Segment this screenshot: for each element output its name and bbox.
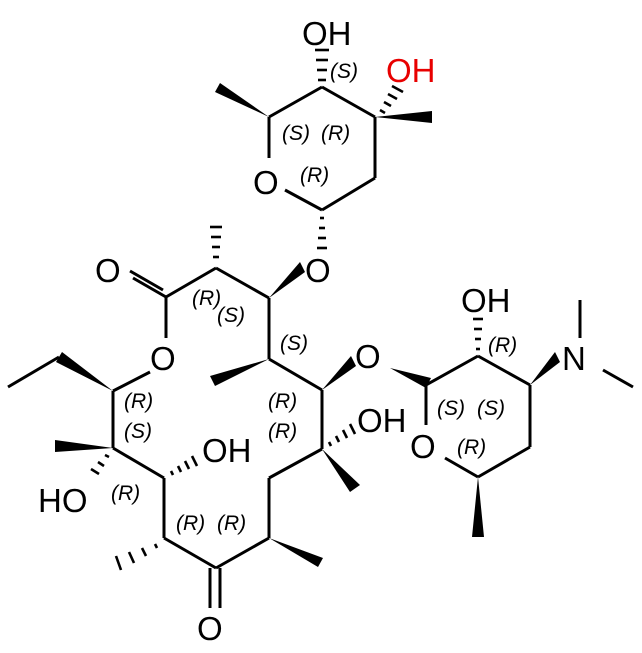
stereo-label: (R) (488, 334, 517, 357)
atom-label: OH (302, 15, 352, 52)
stereo-label: (R) (300, 164, 329, 187)
stereo-label: (S) (437, 397, 465, 420)
macrolactone-ring: O O O O (7, 225, 407, 647)
atom-label-highlighted: OH (386, 52, 436, 89)
atom-label: OH (461, 282, 511, 319)
hash-bond (317, 216, 327, 250)
atom-label: O (95, 252, 121, 289)
stereo-label: (R) (268, 390, 297, 413)
hash-bond (210, 225, 222, 259)
atom-label: O (150, 340, 176, 377)
stereo-label: (R) (124, 390, 153, 413)
hash-bond (169, 455, 199, 476)
stereo-label: (S) (280, 332, 308, 355)
stereo-label: (R) (192, 287, 221, 310)
atom-label: O (197, 610, 223, 647)
stereo-label: (R) (321, 122, 350, 145)
stereo-label: (R) (217, 512, 246, 535)
hash-bond (315, 48, 329, 82)
atom-label: N (562, 340, 586, 377)
stereo-label: (R) (176, 512, 205, 535)
hash-bond (327, 423, 357, 447)
hash-bond (473, 317, 483, 351)
hash-bond (90, 453, 110, 476)
atom-label: OH (357, 402, 407, 439)
cladinose-sugar: OH OH O (S) (S) (R) (R) (215, 15, 436, 250)
atom-label: OH (202, 432, 252, 469)
stereo-label: (R) (111, 482, 140, 505)
hash-bond (379, 84, 404, 115)
stereo-label: (S) (124, 420, 152, 443)
stereo-label: (S) (282, 122, 310, 145)
stereo-label: (S) (477, 397, 505, 420)
stereo-label: (R) (457, 436, 486, 459)
stereo-label: (S) (330, 60, 358, 83)
atom-label: O (253, 164, 279, 201)
atom-label: O (305, 252, 331, 289)
atom-label: HO (38, 482, 88, 519)
hash-bond (114, 543, 159, 571)
stereo-label: (S) (217, 304, 245, 327)
atom-label: O (355, 338, 381, 375)
atom-label: O (410, 428, 436, 465)
stereo-label: (R) (268, 420, 297, 443)
desosamine-sugar: O OH N (R) (S) (S) (R) (390, 282, 634, 537)
